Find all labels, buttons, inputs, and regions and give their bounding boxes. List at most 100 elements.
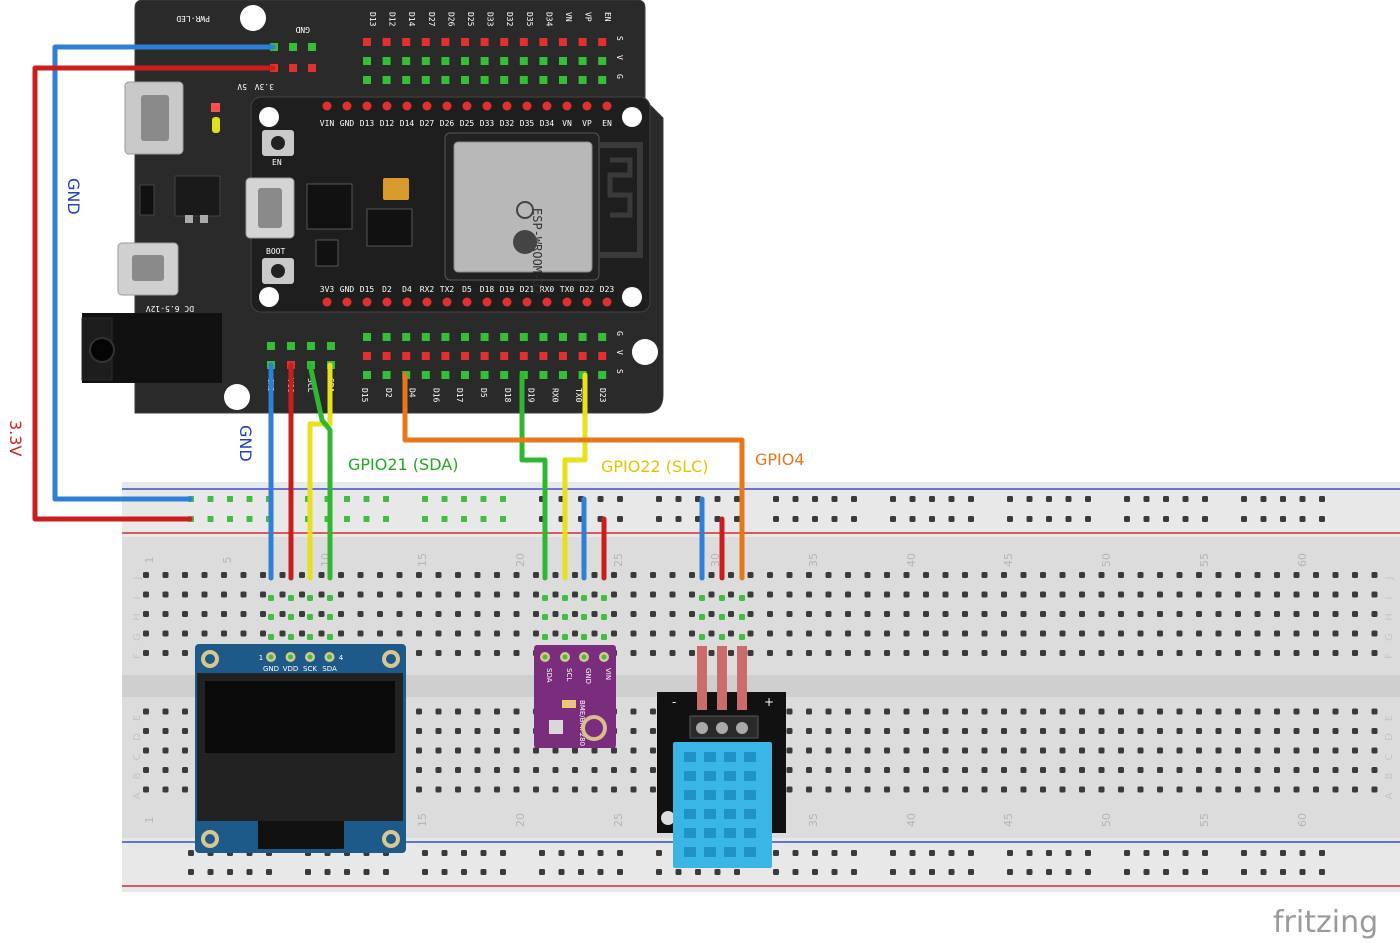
header-pin <box>578 38 587 46</box>
header-pin <box>559 38 567 46</box>
usb-uart-chip <box>306 183 353 230</box>
rail-hole <box>1299 869 1306 875</box>
rail-hole <box>1163 850 1169 856</box>
header-pin <box>382 76 391 84</box>
rail-hole <box>1046 850 1052 856</box>
bme280-pin-label: VIN <box>604 668 612 680</box>
5v-label: 5V <box>237 82 247 91</box>
rail-hole <box>1026 496 1033 502</box>
esp32-top-pin-label: D27 <box>420 119 435 128</box>
oled-pin-label: VDD <box>283 665 299 673</box>
header-pin <box>308 43 316 51</box>
rail-letter: S <box>615 36 624 41</box>
center-channel <box>122 675 1400 697</box>
power-led <box>211 103 220 112</box>
row-letter: F <box>1384 653 1395 659</box>
connected-hole <box>207 516 214 522</box>
en-button-label: EN <box>272 158 282 167</box>
rail-hole <box>617 496 623 502</box>
gnd-header-label: GND <box>295 25 310 34</box>
esp32-pin <box>542 297 552 307</box>
esp32-bottom-pin-label: TX2 <box>440 285 455 294</box>
shield-bottom-pin-label: D4 <box>408 388 417 398</box>
header-pin <box>539 352 548 360</box>
header-pin <box>363 76 371 84</box>
scl-label: GPIO22 (SLC) <box>601 457 709 476</box>
header-pin <box>559 57 567 65</box>
dht-minus-label: - <box>672 695 676 709</box>
row-letter: E <box>132 715 143 721</box>
esp32-top-pin-label: D12 <box>380 119 395 128</box>
shield-top-pin-label: D32 <box>505 12 514 27</box>
rail-hole <box>929 496 935 502</box>
esp32-pin <box>502 101 512 111</box>
shield-bottom-pin-label: D19 <box>527 388 536 403</box>
connected-hole <box>327 614 333 620</box>
connected-hole <box>246 496 253 502</box>
rail-hole <box>1124 850 1130 856</box>
mount-hole <box>240 5 266 31</box>
esp32-pin <box>342 297 352 307</box>
esp32-top-pin-label: EN <box>602 119 612 128</box>
rail-hole <box>500 869 506 875</box>
rail-hole <box>1143 850 1150 856</box>
oled-gnd-label: GND <box>236 425 255 462</box>
mount-hole <box>259 107 279 127</box>
rail-hole <box>1163 516 1169 522</box>
header-pin <box>461 57 469 65</box>
esp32-pin <box>582 297 592 307</box>
row-letter: I <box>1384 597 1395 600</box>
connected-hole <box>307 614 313 620</box>
shield-bottom-pin-label: D17 <box>455 388 464 403</box>
rail-hole <box>480 869 487 875</box>
power-header-label: SCL <box>306 378 315 393</box>
rail-hole <box>1299 516 1306 522</box>
esp32-top-pin-label: D33 <box>480 119 495 128</box>
esp32-pin <box>462 101 472 111</box>
rail-hole <box>968 869 974 875</box>
esp32-top-pin-label: D35 <box>520 119 535 128</box>
header-pin <box>519 76 528 84</box>
esp32-bottom-pin-label: D22 <box>580 285 595 294</box>
rail-hole <box>890 516 896 522</box>
rail-hole <box>344 869 350 875</box>
header-pin <box>461 352 469 360</box>
connected-hole <box>461 496 467 502</box>
connected-hole <box>344 516 350 522</box>
connected-hole <box>699 595 705 601</box>
dht-vent-grid <box>684 752 756 857</box>
rail-hole <box>1026 516 1033 522</box>
esp32-pin <box>362 297 372 307</box>
column-number: 55 <box>1198 813 1211 827</box>
column-number: 1 <box>143 557 156 564</box>
connected-hole <box>422 496 428 502</box>
header-pin <box>363 38 371 46</box>
rail-hole <box>441 850 448 856</box>
rail-hole <box>188 869 194 875</box>
rail-hole <box>656 496 662 502</box>
header-pin <box>461 333 469 341</box>
header-pin <box>402 352 411 360</box>
connected-hole <box>601 634 607 640</box>
esp32-pin <box>522 297 532 307</box>
esp32-top-pin-label: D26 <box>440 119 455 128</box>
header-pin <box>500 76 509 84</box>
header-pin <box>539 76 548 84</box>
connected-hole <box>699 614 705 620</box>
header-pin <box>480 38 489 46</box>
rail-hole <box>617 516 623 522</box>
header-pin <box>402 57 411 65</box>
header-pin <box>363 333 371 341</box>
rail-hole <box>1085 496 1091 502</box>
rail-hole <box>792 496 799 502</box>
esp32-pin <box>502 297 512 307</box>
rail-hole <box>714 516 721 522</box>
connected-hole <box>268 634 274 640</box>
shield-top-pin-label: D13 <box>368 12 377 27</box>
rail-hole <box>1319 496 1325 502</box>
header-pin <box>402 76 411 84</box>
rail-hole <box>1182 850 1189 856</box>
connected-hole <box>246 516 253 522</box>
esp32-top-pin-label: D14 <box>400 119 415 128</box>
rail-hole <box>675 869 682 875</box>
